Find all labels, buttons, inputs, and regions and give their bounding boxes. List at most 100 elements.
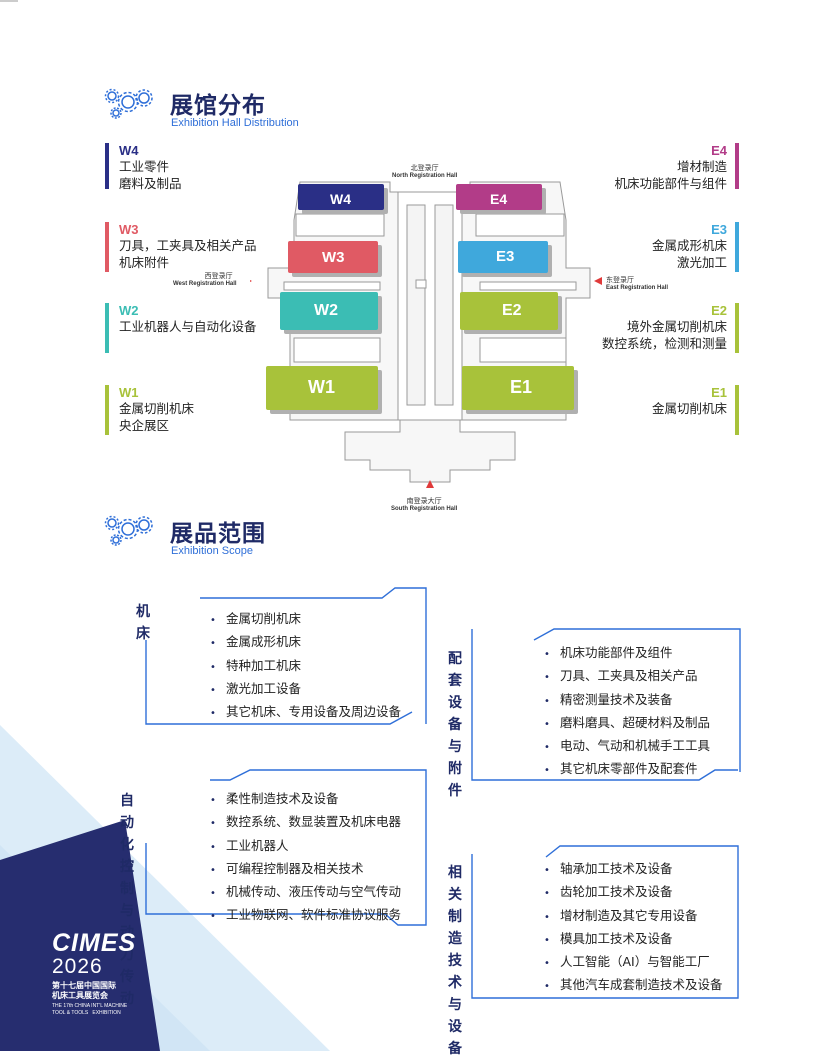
south-hall-en: South Registration Hall bbox=[391, 506, 458, 512]
scope-group-title: 相关制造 技术与设备 bbox=[448, 862, 462, 1060]
hall-e3-legend: E3 金属成形机床 激光加工 bbox=[652, 222, 727, 271]
west-hall-cn: 西登录厅 bbox=[204, 273, 233, 280]
hall-line: 数控系统，检测和测量 bbox=[601, 336, 727, 351]
brand-logo: CIMES bbox=[52, 929, 137, 957]
list-item: 模具加工技术及设备 bbox=[544, 928, 723, 951]
list-item: 柔性制造技术及设备 bbox=[210, 788, 401, 811]
west-hall-label: 西登录厅 West Registration Hall bbox=[173, 271, 237, 287]
e1-bar bbox=[735, 385, 739, 435]
brand-block: CIMES 2026 第十七届中国国际 机床工具展览会 THE 17th CHI… bbox=[52, 930, 136, 1017]
list-item: 可编程控制器及相关技术 bbox=[210, 858, 401, 881]
brand-cn-line1: 第十七届中国国际 bbox=[52, 981, 116, 990]
hall-line: 磨料及制品 bbox=[119, 176, 182, 191]
scope-subtitle: Exhibition Scope bbox=[171, 545, 253, 557]
corner-mark bbox=[0, 0, 18, 2]
list-item: 机械传动、液压传动与空气传动 bbox=[210, 881, 401, 904]
scope-group-title: 机床 bbox=[136, 604, 150, 642]
hall-line: 金属成形机床 bbox=[651, 238, 727, 253]
list-item: 特种加工机床 bbox=[210, 655, 401, 678]
hall-line: 工业零件 bbox=[119, 159, 170, 174]
scope-list: 轴承加工技术及设备 齿轮加工技术及设备 增材制造及其它专用设备 模具加工技术及设… bbox=[544, 858, 723, 998]
scope-group-title-line: 与附件 bbox=[448, 739, 462, 799]
hall-line: 央企展区 bbox=[119, 418, 170, 433]
hall-w4-legend: W4 工业零件 磨料及制品 bbox=[119, 143, 182, 192]
list-item: 其他汽车成套制造技术及设备 bbox=[544, 974, 723, 997]
map-label-w4: W4 bbox=[330, 191, 351, 207]
hall-line: 境外金属切削机床 bbox=[626, 319, 727, 334]
list-item: 数控系统、数显装置及机床电器 bbox=[210, 811, 401, 834]
hall-line: 机床功能部件与组件 bbox=[614, 176, 727, 191]
scope-group-title: 配套设备 与附件 bbox=[448, 648, 462, 802]
scope-title: 展品范围 bbox=[170, 521, 266, 547]
list-item: 刀具、工夹具及相关产品 bbox=[544, 665, 710, 688]
gears-icon bbox=[104, 88, 153, 119]
hall-w1-legend: W1 金属切削机床 央企展区 bbox=[119, 385, 194, 434]
list-item: 人工智能（AI）与智能工厂 bbox=[544, 951, 723, 974]
hall-line: 机床附件 bbox=[119, 255, 170, 270]
list-item: 金属成形机床 bbox=[210, 631, 401, 654]
w1-bar bbox=[105, 385, 109, 435]
scope-group-title-line: 自动化控制 bbox=[120, 793, 134, 897]
hall-code: W1 bbox=[119, 385, 139, 400]
list-item: 其它机床零部件及配套件 bbox=[544, 758, 710, 781]
scope-list: 金属切削机床 金属成形机床 特种加工机床 激光加工设备 其它机床、专用设备及周边… bbox=[210, 608, 401, 724]
scope-group-title: 自动化控制 与动力传动 bbox=[120, 790, 134, 1010]
hall-w2-legend: W2 工业机器人与自动化设备 bbox=[119, 303, 257, 335]
list-item: 精密测量技术及装备 bbox=[544, 689, 710, 712]
hall-code: E3 bbox=[711, 222, 727, 237]
halls-subtitle: Exhibition Hall Distribution bbox=[171, 117, 299, 129]
scope-group-title-line: 相关制造 bbox=[448, 865, 462, 947]
map-label-e4: E4 bbox=[490, 191, 508, 207]
map-label-w1: W1 bbox=[308, 377, 335, 397]
hall-code: E2 bbox=[711, 303, 727, 318]
w2-bar bbox=[105, 303, 109, 353]
east-hall-cn: 东登录厅 bbox=[606, 277, 634, 284]
south-hall-cn: 南登录大厅 bbox=[406, 498, 442, 505]
list-item: 金属切削机床 bbox=[210, 608, 401, 631]
e3-bar bbox=[735, 222, 739, 272]
scope-list: 机床功能部件及组件 刀具、工夹具及相关产品 精密测量技术及装备 磨料磨具、超硬材… bbox=[544, 642, 710, 782]
w4-bar bbox=[105, 143, 109, 189]
south-hall-label: 南登录大厅 South Registration Hall bbox=[391, 496, 457, 512]
hall-line: 刀具，工夹具及相关产品 bbox=[119, 238, 257, 253]
map-label-w2: W2 bbox=[314, 302, 338, 319]
north-hall-cn: 北登录厅 bbox=[410, 165, 439, 172]
hall-line: 工业机器人与自动化设备 bbox=[119, 319, 257, 334]
list-item: 工业机器人 bbox=[210, 835, 401, 858]
east-hall-en: East Registration Hall bbox=[606, 285, 669, 291]
hall-e4-legend: E4 增材制造 机床功能部件与组件 bbox=[614, 143, 727, 192]
map-label-e3: E3 bbox=[496, 248, 515, 265]
brand-cn-line2: 机床工具展览会 bbox=[52, 991, 108, 1000]
hall-e1-legend: E1 金属切削机床 bbox=[652, 385, 727, 417]
brand-year: 2026 bbox=[52, 955, 103, 978]
hall-code: E1 bbox=[711, 385, 727, 400]
list-item: 轴承加工技术及设备 bbox=[544, 858, 723, 881]
scope-group-title-line: 与动力传动 bbox=[120, 903, 134, 1007]
list-item: 机床功能部件及组件 bbox=[544, 642, 710, 665]
background-triangles bbox=[0, 725, 330, 1051]
list-item: 其它机床、专用设备及周边设备 bbox=[210, 701, 401, 724]
hall-code: W3 bbox=[119, 222, 139, 237]
halls-title: 展馆分布 bbox=[170, 93, 266, 119]
e4-bar bbox=[735, 143, 739, 189]
hall-line: 增材制造 bbox=[676, 159, 727, 174]
scope-group-title-line: 技术与设备 bbox=[448, 953, 462, 1057]
scope-list: 柔性制造技术及设备 数控系统、数显装置及机床电器 工业机器人 可编程控制器及相关… bbox=[210, 788, 401, 928]
hall-line: 激光加工 bbox=[676, 255, 727, 270]
map-label-e2: E2 bbox=[502, 302, 522, 319]
hall-code: W2 bbox=[119, 303, 139, 318]
e2-bar bbox=[735, 303, 739, 353]
list-item: 磨料磨具、超硬材料及制品 bbox=[544, 712, 710, 735]
scope-group-title-line: 配套设备 bbox=[448, 651, 462, 733]
list-item: 电动、气动和机械手工工具 bbox=[544, 735, 710, 758]
hall-code: W4 bbox=[119, 143, 139, 158]
list-item: 工业物联网、软件标准协议服务 bbox=[210, 904, 401, 927]
north-hall-label: 北登录厅 North Registration Hall bbox=[392, 163, 457, 179]
w3-bar bbox=[105, 222, 109, 272]
list-item: 激光加工设备 bbox=[210, 678, 401, 701]
brand-en-line2: TOOL & TOOLS EXHIBITION bbox=[52, 1010, 121, 1016]
list-item: 增材制造及其它专用设备 bbox=[544, 905, 723, 928]
north-hall-en: North Registration Hall bbox=[392, 173, 458, 179]
hall-code: E4 bbox=[711, 143, 727, 158]
map-label-w3: W3 bbox=[322, 249, 345, 266]
